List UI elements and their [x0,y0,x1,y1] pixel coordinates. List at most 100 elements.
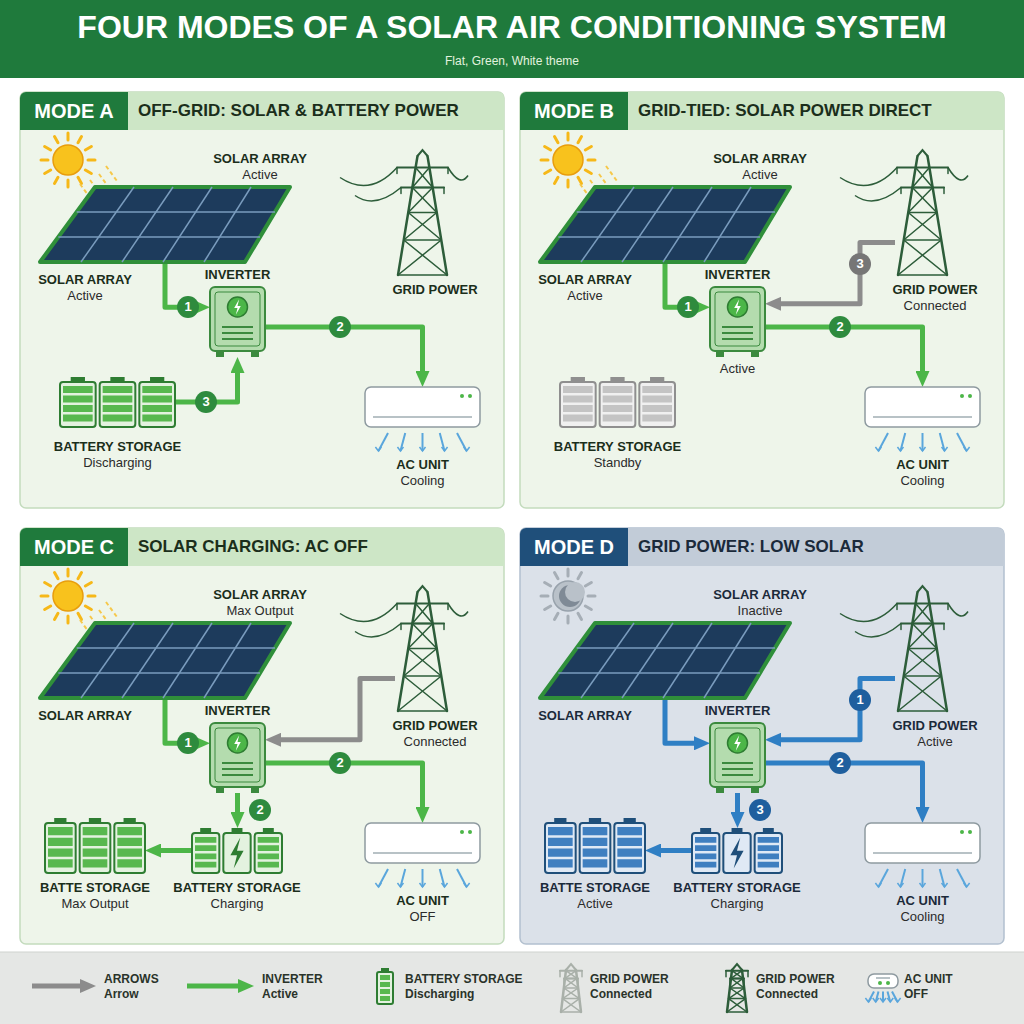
battery-cell [692,833,719,873]
power-wire [840,604,897,622]
diagram-caption: Flat, Green, White theme [445,54,579,68]
tower-leg [727,970,732,1012]
panel-grid [81,187,134,262]
tower-brace [912,187,932,189]
ac-vent [873,852,972,854]
ac-light [468,830,472,834]
tower-brace [898,710,947,712]
ac-vent [876,977,890,979]
ac-unit-icon [365,387,480,427]
tower-brace [729,998,746,1000]
legend-tower [726,964,748,1012]
panel-grid [122,187,173,262]
tower-brace [732,971,743,979]
battery-stripe [758,862,779,868]
solar-panel [540,187,790,262]
inverter-vent [722,762,753,764]
diagram-title: FOUR MODES OF A SOLAR AIR CONDITIONING S… [77,8,946,46]
grid-tower-icon [895,150,950,275]
insulator [559,971,561,977]
sun-ray [55,613,59,619]
inverter-badge [228,733,248,753]
inverter-vent [722,332,753,334]
tower-peak [918,586,928,592]
insulator [443,188,445,194]
callout-number: 2 [329,752,351,774]
panel-grid [577,647,775,649]
tower-brace [563,988,579,999]
flow-arrow [275,679,395,740]
battery-stripe [117,849,142,857]
panel-art [20,92,504,508]
node-label: BATTERY STORAGE [54,439,181,454]
node-label: SOLAR ARRAY [213,151,307,166]
inverter-case [710,723,765,787]
battery-stripe [83,859,108,867]
mode-panel: MODE DGRID POWER: LOW SOLARSOLAR ARRAYIn… [520,528,1004,944]
battery-stripe [380,982,390,987]
battery-cell [755,833,782,873]
inverter-foot [716,787,724,793]
grid-tower: GRID POWERConnected [895,150,950,275]
inverter-vent [722,338,753,340]
node-label: SOLAR ARRAY [713,151,807,166]
cool-air-head [887,998,893,1002]
tower-brace [408,624,432,649]
inverter-box: INVERTER [210,723,265,793]
sun-ray [45,147,51,151]
inverter-foot [751,787,759,793]
insulator [443,624,445,630]
battery-stripe [695,837,716,843]
battery-stripe [563,415,593,422]
ac-unit: AC UNITCooling [865,823,980,863]
battery-bank-icon [45,818,145,873]
inverter-vent [222,774,253,776]
power-wire [448,168,468,181]
cool-air-head [873,998,879,1002]
panel-grid [163,623,212,698]
battery-stripe [617,849,642,857]
panel-art [520,528,1004,944]
legend-item: AC UNIT OFF [866,956,974,1020]
status-text: Active [242,167,277,182]
status-text: Active [742,167,777,182]
status-text: OFF [410,909,436,924]
panel-grid [58,672,260,674]
sun-ray [545,606,551,610]
cool-air-head [375,447,381,451]
sun-ray [41,159,48,162]
sun-ray [578,137,582,143]
inverter-box-icon [710,287,765,357]
tower-brace [408,188,432,213]
sun-ray [67,133,70,140]
legend-tower [560,964,582,1012]
battery-stripe [103,396,133,403]
tower-brace [563,999,581,1012]
battery-stripe [83,838,108,846]
tower-leg [928,592,948,711]
ac-unit-icon [365,823,480,863]
battery-stripe [380,975,390,980]
legend-sample [30,956,104,1020]
tower-brace [908,213,941,241]
battery-stripe [548,859,573,867]
tower-brace [398,710,447,712]
tower-brace [416,168,433,188]
insulator [747,971,749,977]
tower-brace [908,648,937,650]
panel-grid [558,236,760,238]
legend-sample [556,956,590,1020]
battery-stripe [583,859,608,867]
inverter-box: INVERTERActive [710,287,765,357]
legend-sample [375,956,405,1020]
status-text: Discharging [83,455,152,470]
mode-title: SOLAR CHARGING: AC OFF [138,528,368,566]
sun [553,145,583,175]
cool-air-head [420,447,426,451]
cool-air-head [897,447,903,451]
cool-air-head [880,998,886,1002]
sun-ray [585,147,591,151]
battery-stripe [63,396,93,403]
battery-bank-icon [560,377,675,427]
battery-stripe [563,405,593,412]
